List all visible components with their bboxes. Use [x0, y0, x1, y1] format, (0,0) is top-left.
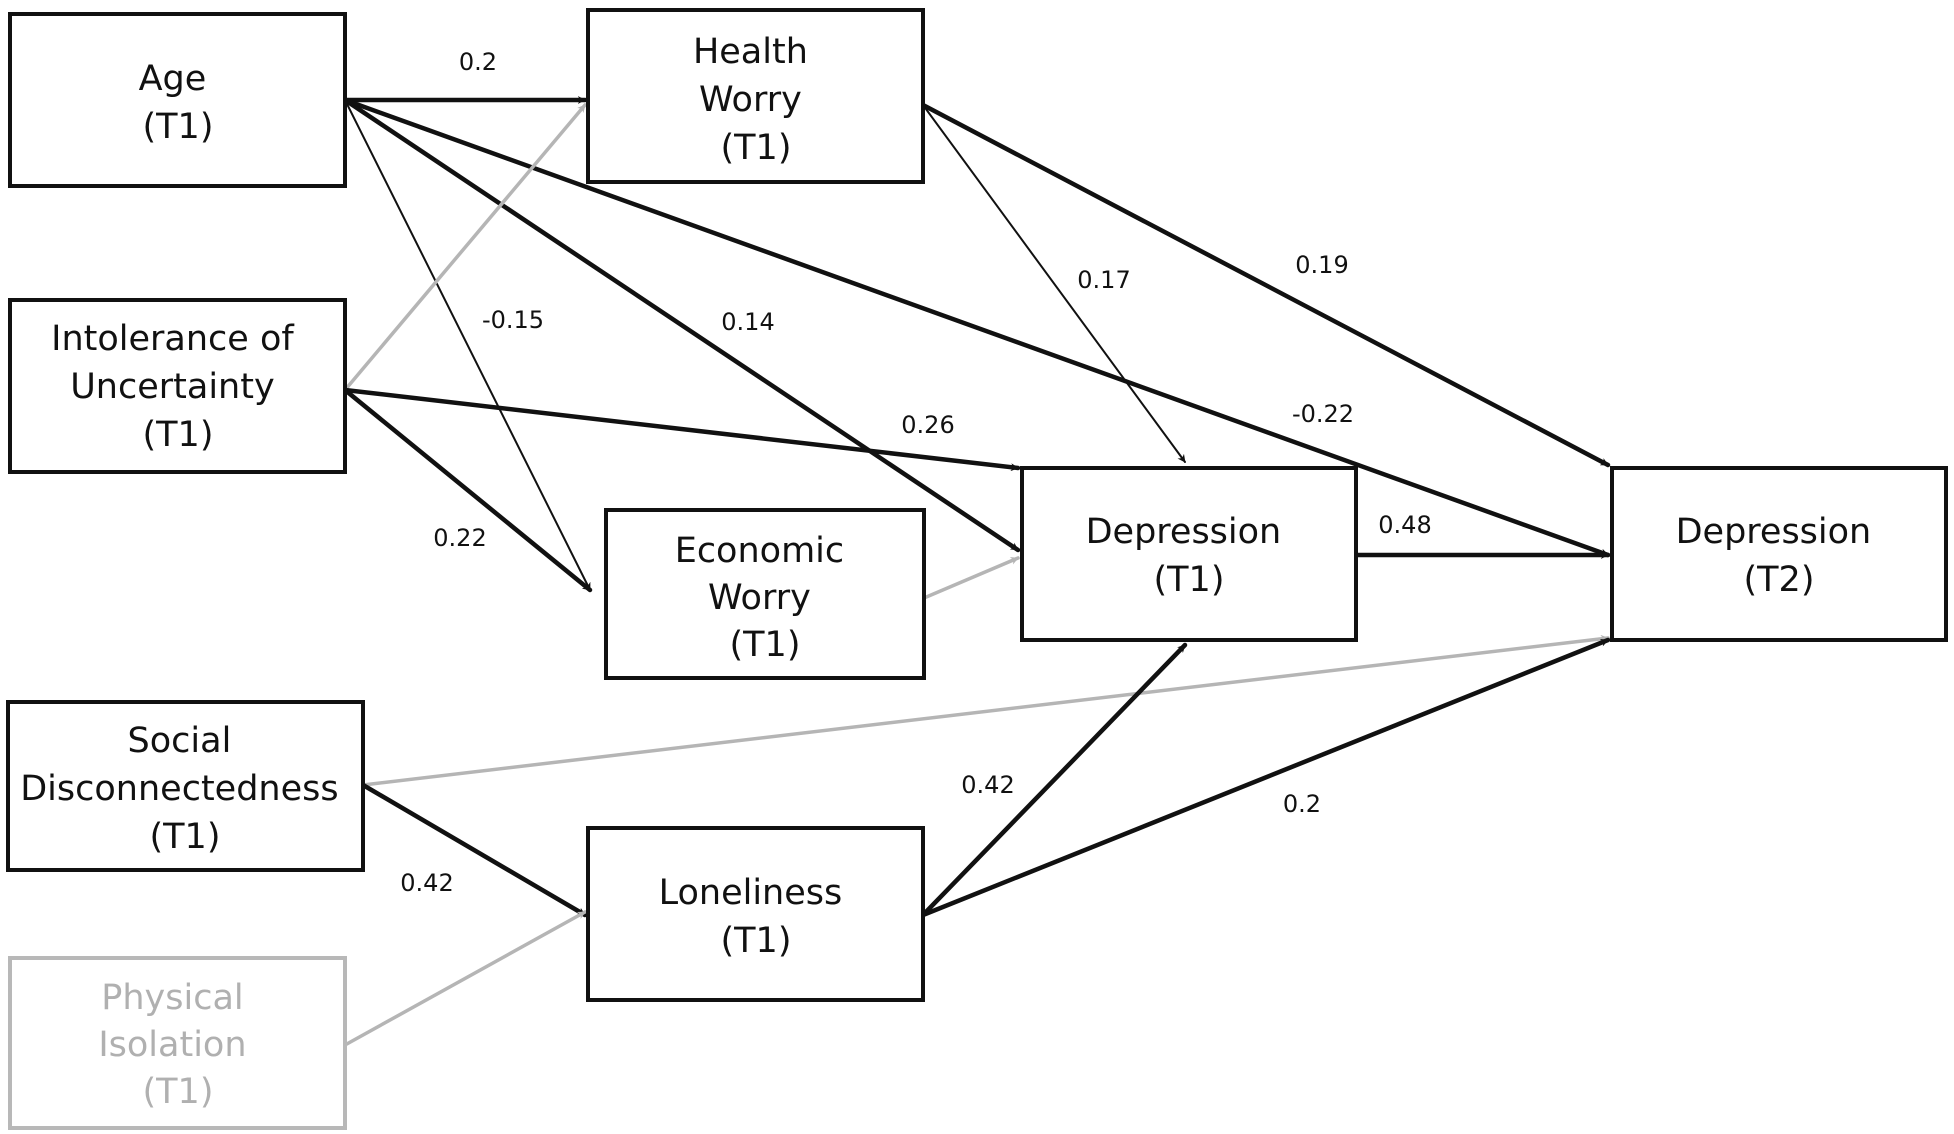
edge-physical-lonely — [343, 910, 587, 1047]
node-loneliness-line-2: (T1) — [721, 921, 792, 961]
edge-label-iu-dep1: 0.26 — [901, 411, 954, 439]
svg-text:Economic Worry (T1: Economic Worry (T1) — [675, 531, 856, 665]
edge-age-economic — [344, 99, 591, 591]
node-physical-line-1: Physical — [101, 978, 243, 1018]
edge-lonely-dep2 — [920, 637, 1611, 918]
edge-age-dep1 — [342, 97, 1021, 553]
svg-text:Intolerance of Uncertain: Intolerance of Uncertainty (T1) — [51, 319, 305, 455]
edge-label-age-dep2: -0.22 — [1292, 400, 1354, 428]
node-loneliness: Loneliness (T1) — [586, 826, 925, 1002]
edge-label-age-economic: -0.15 — [482, 306, 544, 334]
edge-label-health-dep2: 0.19 — [1295, 251, 1348, 279]
node-depression-t2-line-2: (T2) — [1744, 560, 1815, 600]
edge-lonely-dep1 — [920, 642, 1188, 918]
edge-iu-economic — [342, 387, 593, 593]
edge-label-iu-economic: 0.22 — [433, 524, 486, 552]
node-health-worry-line-2: Worry — [699, 80, 802, 120]
edge-label-social-lonely: 0.42 — [400, 869, 453, 897]
edge-social-dep2 — [361, 634, 1610, 787]
node-depression-t1-line-2: (T1) — [1154, 560, 1225, 600]
edge-iu-health — [343, 103, 587, 392]
edge-iu-dep1 — [342, 387, 1021, 472]
edge-label-lonely-dep2: 0.2 — [1283, 790, 1321, 818]
svg-text:Age (T1): Age (T1) — [139, 59, 218, 147]
node-depression-t2-line-1: Depression — [1676, 512, 1872, 552]
node-intolerance-line-3: (T1) — [143, 415, 214, 455]
svg-text:Physical Isolation: Physical Isolation (T1) — [98, 978, 257, 1112]
node-intolerance-of-uncertainty: Intolerance of Uncertainty (T1) — [8, 298, 347, 474]
svg-text:Depression (T1): Depression (T1) — [1086, 512, 1293, 600]
edges-layer — [342, 96, 1611, 1047]
node-social-line-3: (T1) — [150, 817, 221, 857]
node-age-line-2: (T1) — [143, 107, 214, 147]
edge-label-dep1-dep2: 0.48 — [1378, 511, 1431, 539]
node-intolerance-line-2: Uncertainty — [70, 367, 274, 407]
node-depression-t1-line-1: Depression — [1086, 512, 1282, 552]
node-social-line-2: Disconnectedness — [20, 769, 338, 809]
edge-label-age-dep1: 0.14 — [721, 308, 774, 336]
edge-social-lonely — [360, 782, 588, 918]
svg-text:Social Disconnectedness: Social Disconnectedness (T1) — [20, 721, 350, 857]
edge-label-lonely-dep1: 0.42 — [961, 771, 1014, 799]
edge-health-dep2 — [920, 102, 1611, 468]
svg-text:Loneliness (T1): Loneliness (T1) — [659, 873, 854, 961]
node-loneliness-line-1: Loneliness — [659, 873, 843, 913]
node-physical-line-2: Isolation — [98, 1025, 246, 1065]
node-economic-worry-line-1: Economic — [675, 531, 844, 571]
edge-health-dep1 — [922, 104, 1186, 463]
node-age-line-1: Age — [139, 59, 207, 99]
svg-text:Depression (T2): Depression (T2) — [1676, 512, 1883, 600]
node-health-worry-line-3: (T1) — [721, 128, 792, 168]
node-health-worry-line-1: Health — [693, 32, 808, 72]
node-health-worry: Health Worry (T1) — [586, 8, 925, 184]
node-physical-isolation: Physical Isolation (T1) — [8, 956, 347, 1130]
edge-age-dep2 — [342, 97, 1611, 558]
node-economic-worry-line-2: Worry — [708, 578, 811, 618]
node-intolerance-line-1: Intolerance of — [51, 319, 294, 359]
edge-label-age-health: 0.2 — [459, 48, 497, 76]
svg-text:Health Worry (T1): Health Worry (T1) — [693, 32, 819, 168]
node-social-disconnectedness: Social Disconnectedness (T1) — [6, 700, 365, 872]
edge-labels-layer: 0.2 -0.15 0.14 -0.22 0.26 0.22 0.17 0.19 0.48 0.4… — [400, 48, 1431, 897]
node-depression-t2: Depression (T2) — [1610, 466, 1948, 642]
node-depression-t1: Depression (T1) — [1020, 466, 1358, 642]
node-age: Age (T1) — [8, 12, 347, 188]
node-economic-worry: Economic Worry (T1) — [604, 508, 926, 680]
node-social-line-1: Social — [128, 721, 232, 761]
node-economic-worry-line-3: (T1) — [730, 625, 801, 665]
edge-label-health-dep1: 0.17 — [1077, 266, 1130, 294]
node-physical-line-3: (T1) — [143, 1072, 214, 1112]
edge-economic-dep1 — [922, 556, 1020, 600]
